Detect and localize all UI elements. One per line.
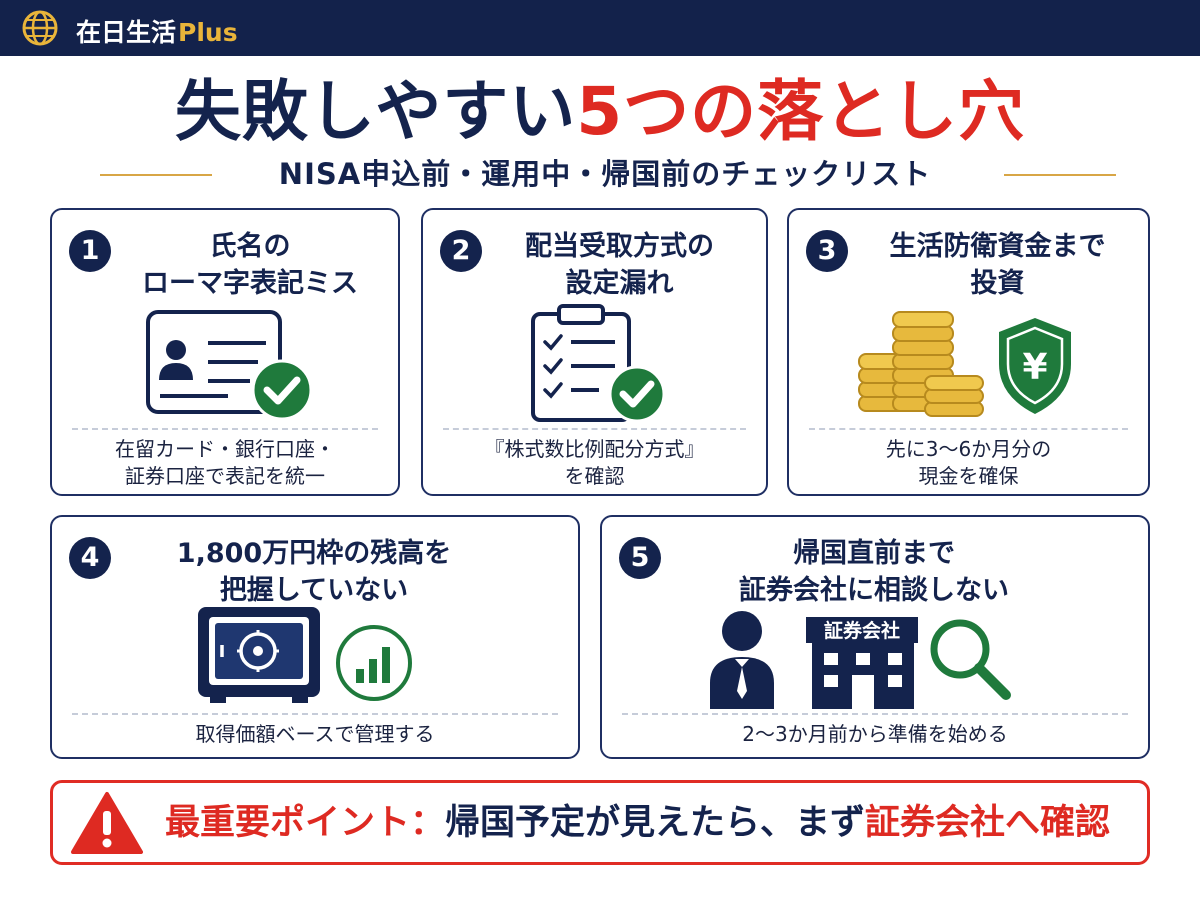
brand-accent: Plus [178, 18, 238, 47]
safe-growth-chart-icon [198, 607, 412, 703]
subtitle-rule-right [1004, 174, 1116, 176]
pitfall-card-4: 4 1,800万円枠の残高を 把握していない 取得価額ベースで管理する [50, 515, 580, 759]
coin-stack-right-icon [924, 375, 984, 417]
card-title: 氏名の ローマ字表記ミス [142, 231, 358, 299]
building-sign-label: 証券会社 [824, 619, 900, 642]
safe-icon [198, 607, 320, 703]
growth-chart-icon [336, 625, 412, 701]
card-divider [622, 713, 1128, 715]
brand-name: 在日生活Plus [76, 18, 238, 47]
pitfall-card-3: 3 生活防衛資金まで 投資 ¥ 先に3～6か月分の [787, 208, 1150, 496]
card-divider [72, 713, 558, 715]
warning-icon [71, 792, 143, 854]
businessman-building-magnifier-icon: 証券会社 [710, 611, 1011, 709]
card-title: 1,800万円枠の残高を 把握していない [176, 538, 452, 606]
card-divider [809, 428, 1128, 430]
magnifier-icon [930, 619, 1011, 700]
key-point-highlight: 証券会社へ確認 [865, 803, 1111, 843]
card-number: 5 [619, 537, 661, 579]
card-note: 在留カード・銀行口座・ 証券口座で表記を統一 [115, 437, 335, 488]
coins-yen-shield-icon: ¥ [858, 311, 1071, 417]
card-number: 4 [69, 537, 111, 579]
card-title: 帰国直前まで 証券会社に相談しない [739, 538, 1009, 606]
pitfall-card-2: 2 配当受取方式の 設定漏れ 『株式数比例配分方式』 を確認 [421, 208, 768, 496]
pitfall-card-5: 5 帰国直前まで 証券会社に相談しない 証券会社 2～3か月前から準備を [600, 515, 1150, 759]
top-header-bar: 在日生活Plus [0, 0, 1200, 56]
card-note: 『株式数比例配分方式』 を確認 [484, 437, 705, 488]
page-subtitle: NISA申込前・運用中・帰国前のチェックリスト [278, 157, 932, 191]
card-note: 先に3～6か月分の 現金を確保 [885, 437, 1052, 488]
subtitle-row: NISA申込前・運用中・帰国前のチェックリスト [90, 156, 1120, 192]
globe-icon [22, 10, 58, 46]
card-title: 生活防衛資金まで 投資 [889, 231, 1106, 299]
card-number: 3 [806, 230, 848, 272]
card-note: 2～3か月前から準備を始める [742, 722, 1008, 746]
card-divider [72, 428, 378, 430]
card-title: 配当受取方式の 設定漏れ [525, 231, 714, 299]
building-icon: 証券会社 [806, 617, 918, 709]
card-number: 2 [440, 230, 482, 272]
yen-icon: ¥ [1022, 347, 1047, 388]
key-point-label: 最重要ポイント： [165, 803, 446, 843]
card-number: 1 [69, 230, 111, 272]
businessman-icon [710, 611, 774, 709]
page-title: 失敗しやすい5つの落とし穴 [174, 73, 1026, 150]
id-card-check-icon [146, 310, 313, 421]
page-title-highlight: 5つの落とし穴 [576, 73, 1026, 150]
key-point-text: 最重要ポイント：帰国予定が見えたら、まず証券会社へ確認 [165, 803, 1111, 843]
key-point-box: 最重要ポイント：帰国予定が見えたら、まず証券会社へ確認 [50, 780, 1150, 865]
coin-stack-middle-icon [892, 311, 954, 412]
pitfall-card-1: 1 氏名の ローマ字表記ミス 在留カード・銀行口座・ 証券口座で表記を統一 [50, 208, 400, 496]
clipboard-checklist-icon [531, 304, 666, 423]
card-note: 取得価額ベースで管理する [195, 722, 435, 746]
subtitle-rule-left [100, 174, 212, 176]
card-divider [443, 428, 746, 430]
